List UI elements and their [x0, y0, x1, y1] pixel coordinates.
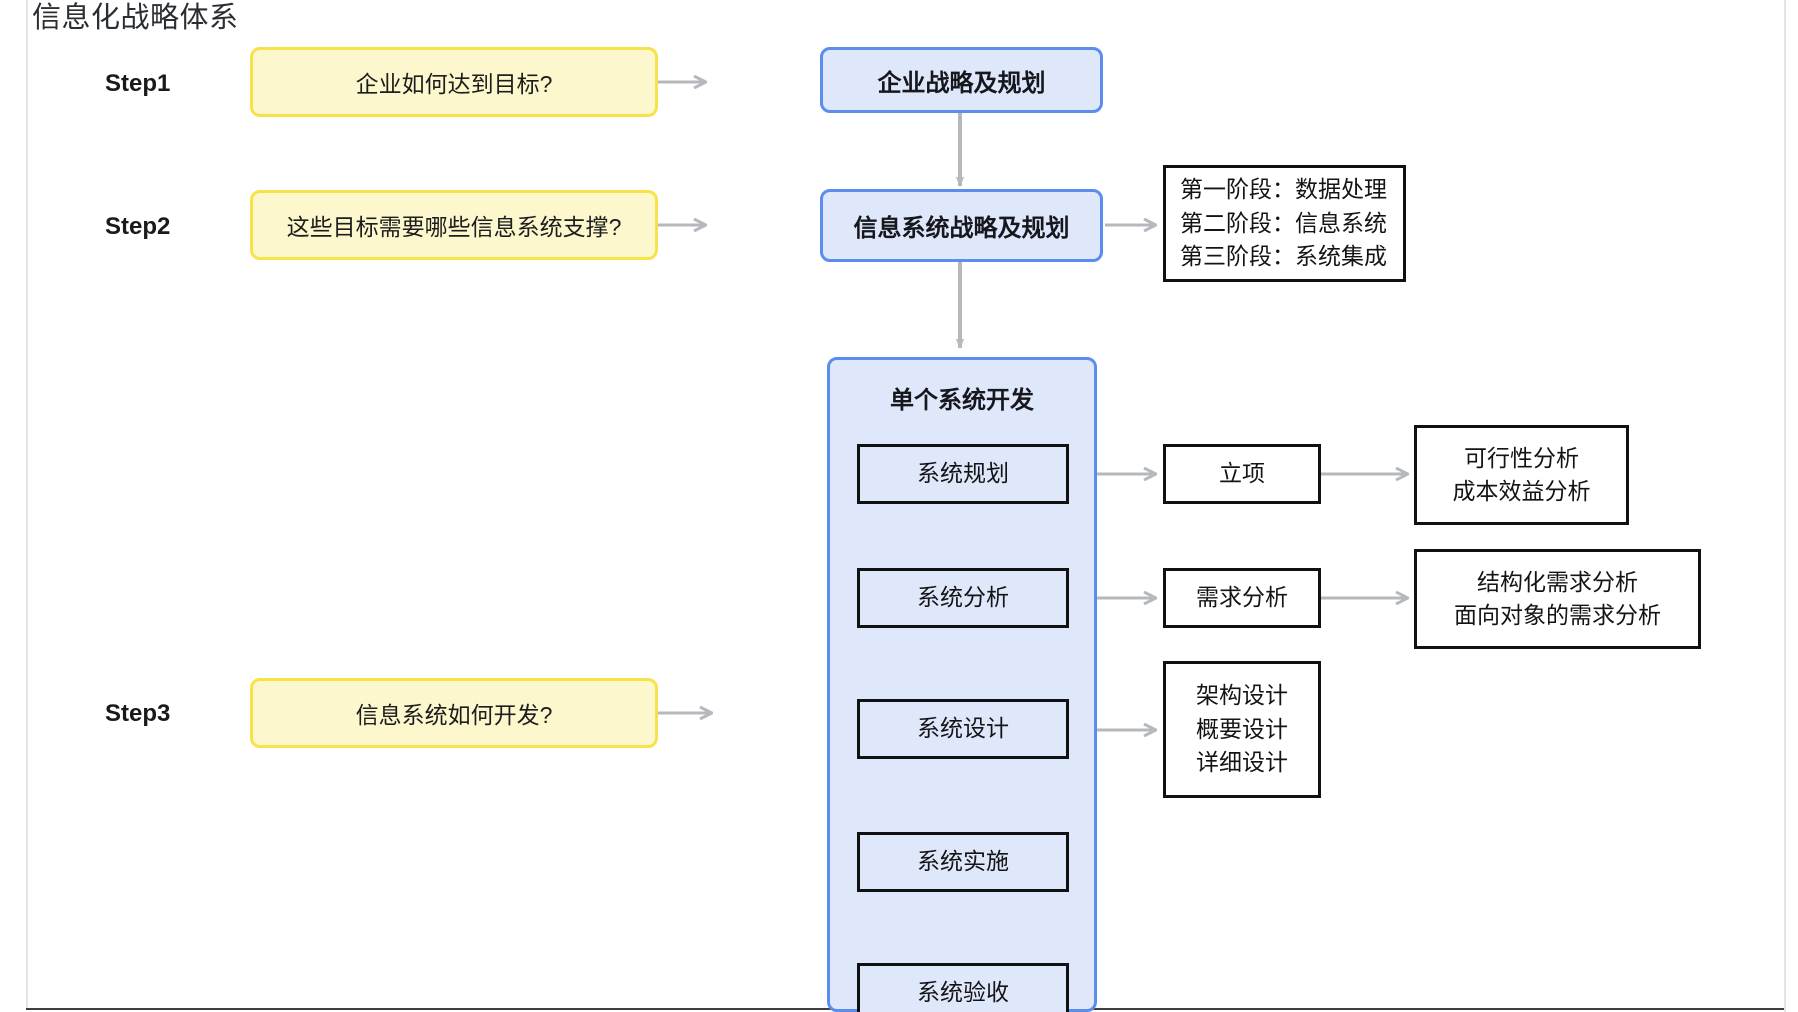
- detail2-box-feasibility[interactable]: 可行性分析 成本效益分析: [1414, 425, 1629, 525]
- detail2-box-requirements-methods[interactable]: 结构化需求分析 面向对象的需求分析: [1414, 549, 1701, 649]
- stage-note-line-1: 第一阶段：数据处理: [1180, 176, 1387, 203]
- page-title: 信息化战略体系: [32, 2, 239, 34]
- phase-label: 系统规划: [917, 460, 1009, 487]
- stage-note-line-2: 第二阶段：信息系统: [1180, 209, 1387, 236]
- phase-label: 系统设计: [917, 715, 1009, 742]
- stage-note-line-3: 第三阶段：系统集成: [1180, 243, 1387, 270]
- phase-box-system-planning[interactable]: 系统规划: [857, 444, 1069, 504]
- phase-box-system-design[interactable]: 系统设计: [857, 699, 1069, 759]
- detail-label-line-3: 详细设计: [1196, 749, 1288, 776]
- phase-label: 系统实施: [917, 848, 1009, 875]
- container-title: 单个系统开发: [890, 387, 1034, 414]
- detail-label: 需求分析: [1196, 584, 1288, 611]
- detail2-label-line-2: 面向对象的需求分析: [1454, 602, 1661, 628]
- stage-note-box: 第一阶段：数据处理 第二阶段：信息系统 第三阶段：系统集成: [1163, 165, 1406, 282]
- detail-box-design-items[interactable]: 架构设计 概要设计 详细设计: [1163, 661, 1321, 798]
- detail2-label-line-1: 可行性分析: [1464, 444, 1579, 471]
- node-is-strategy[interactable]: 信息系统战略及规划: [820, 189, 1103, 262]
- detail-label: 立项: [1219, 460, 1265, 487]
- phase-label: 系统分析: [917, 584, 1009, 611]
- question-box-step1[interactable]: 企业如何达到目标?: [250, 47, 658, 117]
- question-box-step3[interactable]: 信息系统如何开发?: [250, 678, 658, 748]
- step-label-1: Step1: [105, 70, 171, 97]
- step-label-2: Step2: [105, 213, 171, 240]
- detail-label-line-1: 架构设计: [1196, 682, 1288, 709]
- page-border-left: [26, 0, 28, 1009]
- detail-label-line-2: 概要设计: [1196, 715, 1288, 742]
- node-enterprise-strategy[interactable]: 企业战略及规划: [820, 47, 1103, 113]
- detail2-label-line-1: 结构化需求分析: [1477, 568, 1638, 595]
- detail-box-project-initiation[interactable]: 立项: [1163, 444, 1321, 504]
- question-box-step2[interactable]: 这些目标需要哪些信息系统支撑?: [250, 190, 658, 260]
- step-label-3: Step3: [105, 700, 171, 727]
- detail2-label-line-2: 成本效益分析: [1452, 478, 1591, 504]
- phase-box-system-analysis[interactable]: 系统分析: [857, 568, 1069, 628]
- phase-box-system-acceptance[interactable]: 系统验收: [857, 963, 1069, 1012]
- phase-box-system-implementation[interactable]: 系统实施: [857, 832, 1069, 892]
- detail-box-requirements-analysis[interactable]: 需求分析: [1163, 568, 1321, 628]
- phase-label: 系统验收: [917, 979, 1009, 1006]
- page-border-right: [1784, 0, 1786, 1012]
